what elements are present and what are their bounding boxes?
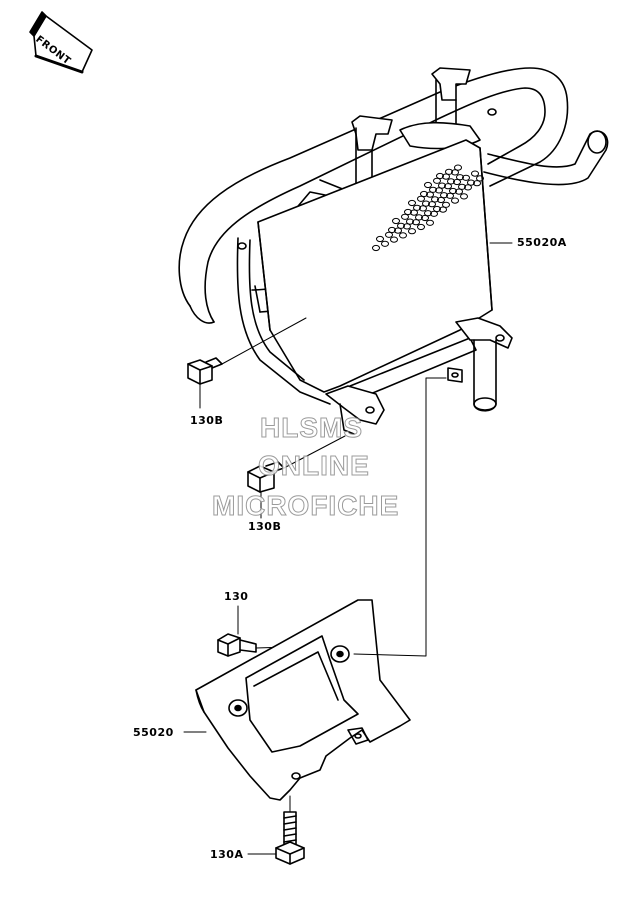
bolt-130b-middle-icon bbox=[247, 435, 346, 493]
mesh-hole bbox=[397, 222, 405, 229]
mesh-hole bbox=[436, 172, 444, 180]
mesh-hole bbox=[420, 190, 428, 198]
mesh-hole bbox=[438, 182, 446, 189]
mesh-hole bbox=[467, 179, 475, 186]
watermark-line-3: MICROFICHE bbox=[211, 490, 400, 522]
mesh-hole bbox=[424, 181, 432, 189]
mesh-hole bbox=[406, 218, 414, 225]
front-arrow-icon bbox=[29, 11, 93, 74]
label-130b-middle: 130B bbox=[248, 520, 282, 533]
mesh-hole bbox=[454, 164, 462, 171]
mesh-hole bbox=[456, 174, 464, 181]
mesh-hole bbox=[458, 183, 466, 190]
label-130: 130 bbox=[224, 590, 249, 603]
mesh-hole bbox=[447, 178, 455, 185]
label-130a: 130A bbox=[210, 848, 244, 861]
label-55020a: 55020A bbox=[517, 236, 567, 249]
mesh-hole bbox=[408, 228, 416, 235]
skid-plate bbox=[195, 599, 411, 813]
mesh-hole bbox=[376, 235, 384, 243]
mesh-hole bbox=[476, 175, 484, 182]
mesh-hole bbox=[440, 192, 448, 199]
guard-plate bbox=[236, 139, 493, 405]
mesh-hole bbox=[381, 240, 389, 247]
mesh-hole bbox=[460, 193, 468, 200]
mesh-hole bbox=[422, 200, 430, 207]
mesh-hole bbox=[415, 214, 423, 221]
mesh-hole bbox=[431, 196, 439, 203]
mesh-hole bbox=[426, 219, 434, 226]
mesh-hole bbox=[429, 186, 437, 193]
mesh-hole bbox=[399, 232, 407, 239]
mesh-hole bbox=[408, 199, 416, 207]
bolt-130-icon bbox=[217, 633, 321, 657]
label-55020: 55020 bbox=[133, 726, 174, 739]
mesh-hole bbox=[449, 187, 457, 195]
mesh-hole bbox=[388, 226, 396, 234]
mesh-hole bbox=[442, 201, 450, 208]
watermark-line-1: HLSMS bbox=[260, 412, 363, 444]
watermark-line-2: ONLINE bbox=[258, 450, 370, 482]
mesh-hole bbox=[424, 210, 432, 217]
mesh-hole bbox=[392, 217, 400, 225]
mesh-grille bbox=[372, 164, 484, 252]
mesh-hole bbox=[462, 174, 470, 181]
mesh-hole bbox=[372, 244, 380, 252]
mesh-hole bbox=[445, 168, 453, 175]
mesh-hole bbox=[417, 223, 425, 231]
mesh-hole bbox=[413, 204, 421, 211]
bolt-130a-icon bbox=[275, 811, 305, 865]
leader-lines bbox=[183, 242, 513, 855]
mesh-hole bbox=[471, 170, 479, 177]
bolt-130b-upper-icon bbox=[187, 317, 307, 385]
mesh-hole bbox=[404, 208, 412, 216]
mesh-hole bbox=[390, 236, 398, 243]
label-130b-upper: 130B bbox=[190, 414, 224, 427]
mesh-hole bbox=[433, 205, 441, 213]
mesh-hole bbox=[451, 197, 459, 204]
lower-crossbar bbox=[325, 317, 513, 435]
